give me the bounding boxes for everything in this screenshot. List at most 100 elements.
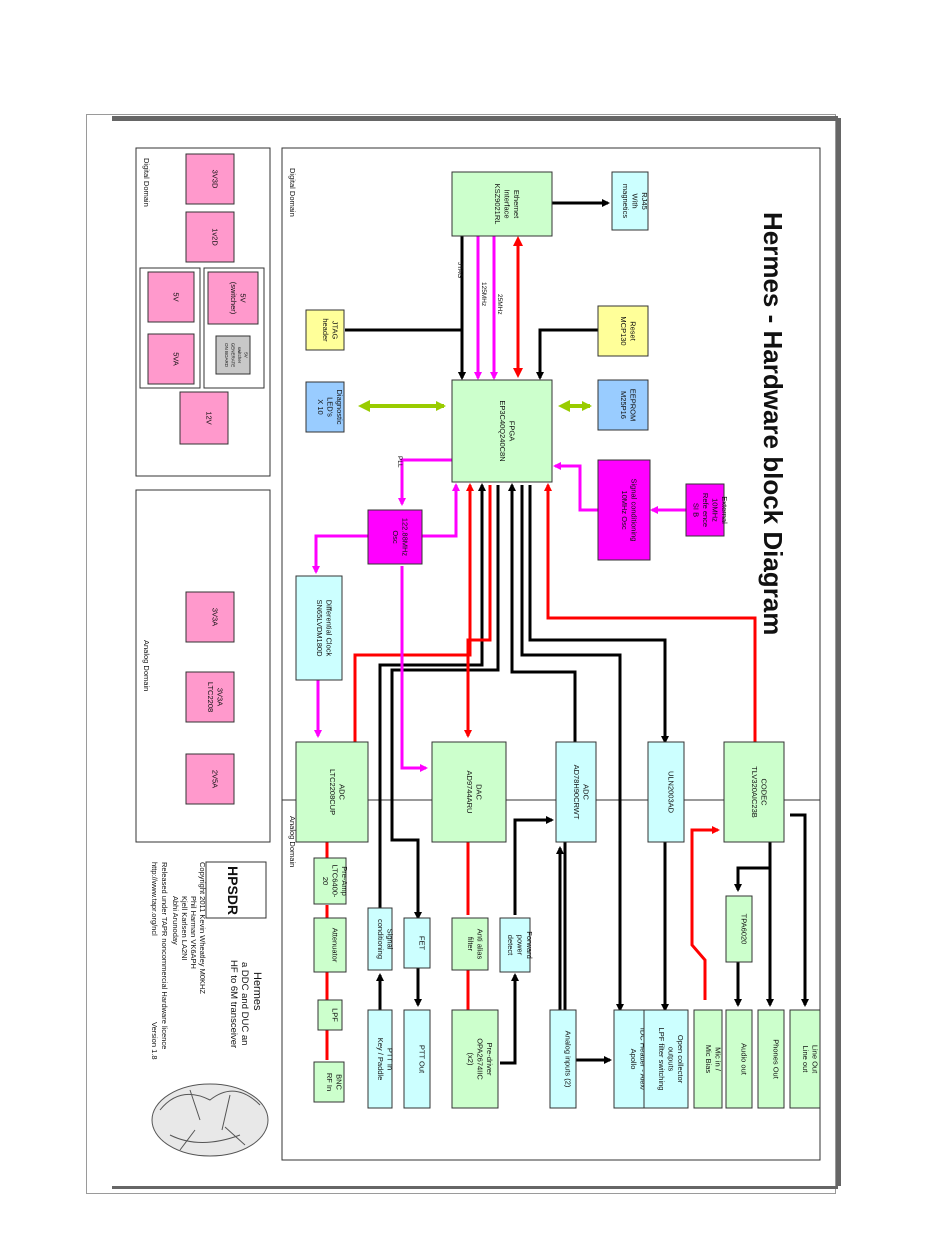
block-label: Line out (801, 1046, 810, 1074)
block-p12v: 12V (179, 391, 229, 445)
osc-dac (400, 566, 428, 772)
block-label: Forward (525, 931, 534, 959)
jtag-header-link (345, 328, 466, 380)
block-label: Diagnostic (335, 389, 344, 424)
block-label: 3V3A (211, 608, 220, 626)
block-label: M25P16 (619, 391, 628, 419)
magenta-connections (312, 236, 688, 772)
diagram-title: Hermes - Hardware block Diagram (758, 212, 788, 635)
block-audio-out: Audio out (725, 1009, 753, 1109)
block-label: 122.88MHz (400, 518, 409, 557)
block-box (317, 999, 343, 1031)
block-label: IDC Header - Alex/ (638, 1028, 647, 1091)
block-label: LPF filter switching (657, 1028, 666, 1091)
block-p5v-sw: 5V(switcher) (207, 271, 259, 325)
block-box (403, 1009, 431, 1109)
credits-licence: Released under TAPR noncommercial Hardwa… (160, 862, 169, 1049)
clk25-label: 25MHz (496, 294, 503, 315)
block-label: Line Out (810, 1045, 819, 1074)
block-p3v3a: 3V3A (185, 591, 235, 643)
block-box (215, 335, 251, 375)
block-label: CODEC (759, 778, 768, 806)
block-box (499, 917, 531, 973)
block-label: LED's (326, 397, 335, 417)
block-attenuator: Attenuator (313, 917, 347, 973)
block-box (725, 895, 753, 963)
fpga-arrow (513, 368, 523, 378)
block-box (185, 671, 235, 723)
page-shadow (112, 1186, 838, 1189)
hpsdr-logo-text: HPSDR (225, 866, 241, 915)
credits-name: Hermes (251, 972, 263, 1011)
block-ptt-out: PTT Out (403, 1009, 431, 1109)
osc-fpga-clock (422, 483, 460, 538)
credits-people3: Abhi Arunoday (171, 896, 180, 945)
block-label: BNC (334, 1074, 343, 1090)
block-box (431, 741, 507, 843)
block-label: header (321, 318, 330, 342)
block-p2v5a: 2V5A (185, 753, 235, 805)
block-p1v2d: 1v2D (185, 211, 235, 263)
fpga-dac-data (464, 485, 492, 738)
credits: HPSDR Hermes a DDC and DUC an HF to 6M t… (150, 861, 269, 1157)
block-box (367, 1009, 393, 1109)
block-label: AD9744ARU (465, 771, 474, 814)
block-label: Analog inputs (2) (564, 1031, 573, 1088)
block-lpf: LPF (317, 999, 343, 1031)
block-label: Ethernet (512, 190, 521, 219)
block-label: Audio out (740, 1043, 749, 1076)
codec-tpa-link (734, 842, 772, 892)
block-label: PTT In (385, 1048, 394, 1070)
block-label: GENERATE (230, 343, 235, 367)
block-label: OPA2674IIC (476, 1038, 485, 1080)
credits-version: Version 1.8 (150, 1022, 159, 1060)
block-label: ON BOARD (224, 343, 229, 368)
block-box (597, 305, 649, 357)
block-label: With (631, 194, 640, 209)
block-analog-inputs: Analog inputs (2) (549, 1009, 577, 1109)
block-label: EP3C40Q240C8N (498, 400, 507, 461)
jtag-signal-label: JTAG (456, 262, 463, 278)
block-box (367, 509, 423, 565)
block-box (685, 483, 725, 537)
osc-fpga-ref (553, 462, 598, 512)
block-label: 2V5A (211, 770, 220, 788)
block-label: X 10 (316, 399, 325, 414)
block-box (305, 309, 345, 351)
block-label: 1v2D (211, 228, 220, 246)
osc-diffclock (312, 534, 368, 574)
block-label: TPA6020 (740, 914, 749, 945)
block-label: RJ45 (640, 192, 649, 210)
block-label: SI B (691, 503, 700, 517)
block-label: KSZ9021RL (493, 184, 502, 225)
red-connections (325, 236, 757, 1060)
block-label: filter (466, 937, 475, 952)
block-label: FET (418, 936, 427, 951)
hermes-figure-icon (151, 1083, 269, 1157)
block-box (313, 917, 347, 973)
mic-codec (690, 826, 720, 1000)
block-box (313, 857, 347, 905)
block-label: 3V3D (211, 170, 220, 189)
block-label: SN65LVDM180D (315, 600, 324, 658)
hpsdr-logo (205, 861, 267, 919)
block-label: ULN2003AD (667, 771, 676, 814)
ptt-in-fpga-link (378, 483, 486, 915)
block-label: Osc (391, 530, 400, 544)
block-label: 12V (205, 411, 214, 424)
digital-domain-label: Digital Domain (288, 168, 297, 217)
reset-link (536, 328, 598, 380)
block-label: PTT Out (418, 1045, 427, 1074)
block-label: conditioning (376, 919, 385, 959)
block-box (313, 1061, 345, 1103)
